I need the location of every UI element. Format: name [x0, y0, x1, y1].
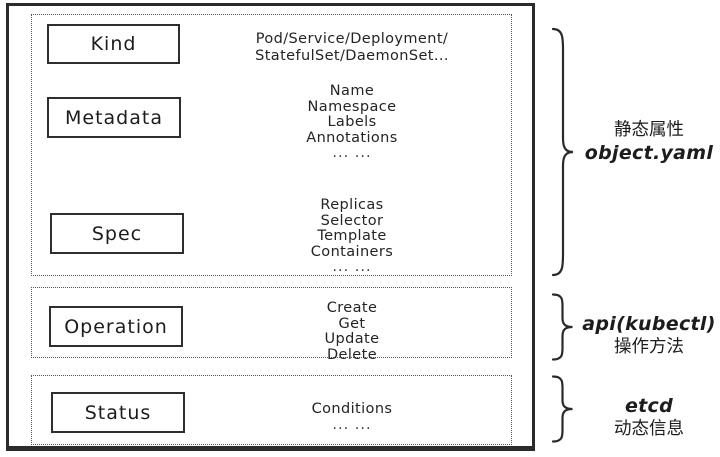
value-line: Containers: [310, 243, 394, 260]
section-operation: [31, 287, 512, 358]
value-line: Labels: [327, 114, 377, 130]
value-line: Update: [324, 331, 380, 347]
spec-label: Spec: [91, 222, 143, 245]
metadata-label: Metadata: [65, 106, 163, 129]
value-line: Conditions: [311, 401, 393, 417]
brace-operation-icon: [551, 293, 573, 361]
annotation-operation-text: 操作方法: [614, 337, 684, 357]
section-static-attributes: [31, 14, 512, 276]
brace-static-icon: [551, 27, 574, 277]
metadata-values: Name Namespace Labels Annotations ... ..…: [192, 83, 512, 162]
value-line: Replicas: [320, 197, 384, 213]
annotation-operation: api(kubectl) 操作方法: [578, 313, 720, 359]
ellipsis-line: ... ...: [332, 416, 372, 433]
value-line: Template: [317, 228, 387, 244]
annotation-operation-api: api(kubectl): [582, 313, 716, 335]
ellipsis-line: ... ...: [332, 259, 372, 275]
kind-label: Kind: [90, 33, 137, 55]
annotation-static: 静态属性 object.yaml: [578, 119, 720, 165]
value-line: Get: [338, 315, 366, 332]
metadata-box: Metadata: [47, 97, 181, 138]
ellipsis-line: ... ...: [332, 145, 372, 161]
value-line: Delete: [326, 346, 378, 363]
value-line: Namespace: [307, 98, 397, 115]
brace-status-icon: [551, 375, 573, 443]
kind-box: Kind: [47, 24, 180, 64]
value-line: Pod/Service/Deployment/: [255, 31, 449, 47]
operation-values: Create Get Update Delete: [192, 300, 512, 363]
annotation-static-text: 静态属性: [614, 120, 684, 140]
annotation-status-text: 动态信息: [614, 419, 684, 439]
section-status: [31, 375, 512, 445]
kind-values: Pod/Service/Deployment/ StatefulSet/Daem…: [192, 31, 512, 65]
annotation-static-file: object.yaml: [584, 142, 714, 164]
operation-box: Operation: [49, 306, 183, 347]
value-line: Create: [326, 300, 378, 316]
spec-values: Replicas Selector Template Containers ..…: [192, 197, 512, 276]
value-line: Annotations: [306, 129, 398, 146]
value-line: Name: [329, 83, 375, 99]
status-values: Conditions ... ...: [192, 401, 512, 433]
operation-label: Operation: [64, 315, 168, 338]
status-box: Status: [51, 392, 185, 433]
value-line: StatefulSet/DaemonSet...: [255, 48, 449, 64]
annotation-status: etcd 动态信息: [578, 395, 720, 441]
spec-box: Spec: [50, 213, 184, 254]
status-label: Status: [84, 401, 152, 424]
annotation-status-etcd: etcd: [624, 395, 674, 417]
value-line: Selector: [320, 212, 384, 229]
